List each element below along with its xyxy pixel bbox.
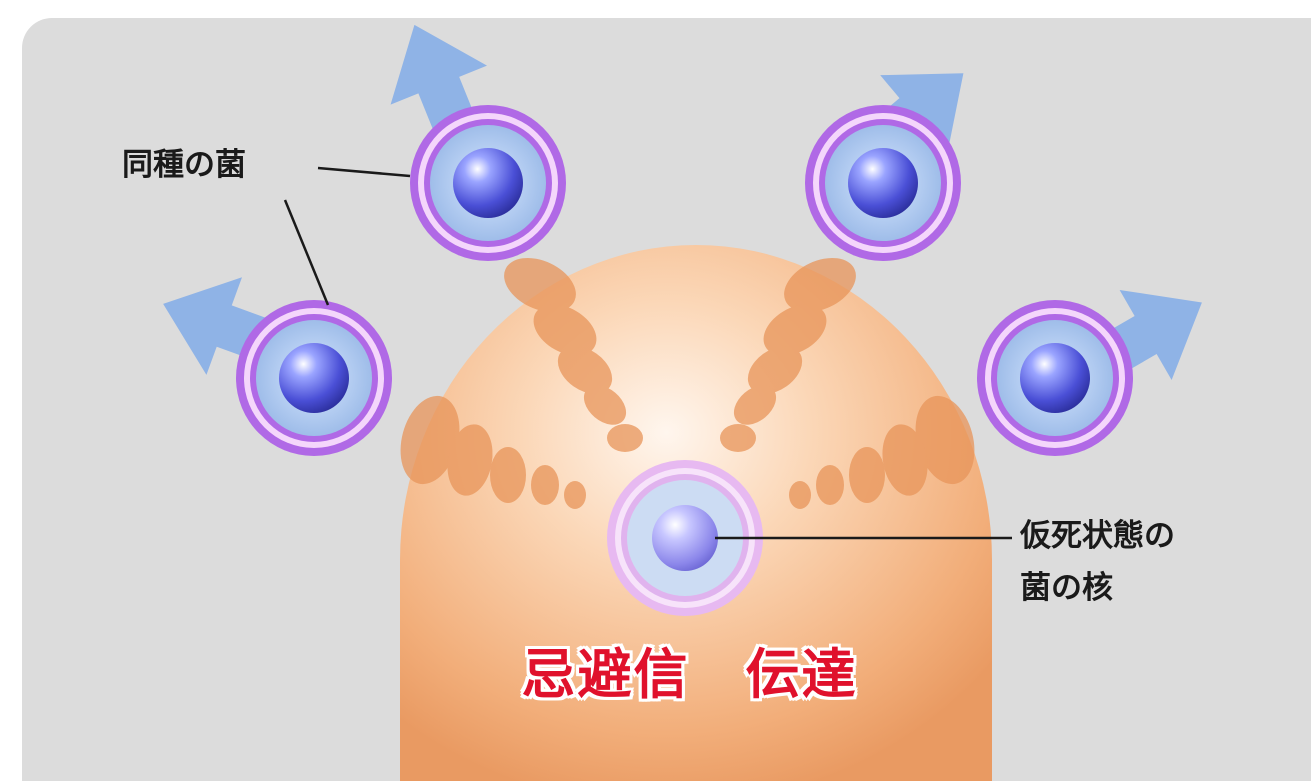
bacterium-icon — [236, 300, 392, 456]
label-dormant-line-1: 仮死状態の — [1020, 518, 1175, 554]
sphere-spots — [400, 257, 975, 509]
label-dormant-line-2: 菌の核 — [1020, 570, 1113, 606]
label-avoidance-signal: 忌避信 伝達 — [521, 643, 858, 706]
bacterium-icon — [977, 300, 1133, 456]
dormant-bacterium-icon — [607, 460, 763, 616]
leader-line-bacteria-left — [283, 199, 330, 306]
leader-line-bacteria-top — [317, 166, 411, 178]
bacterium-icon — [805, 105, 961, 261]
label-dormant-nucleus: 仮死状態の 菌の核 — [1020, 510, 1175, 614]
leader-lines — [283, 166, 1012, 540]
label-same-species-bacteria: 同種の菌 — [122, 147, 246, 183]
bacterium-icon — [410, 105, 566, 261]
bacterium-icons — [236, 105, 1133, 616]
